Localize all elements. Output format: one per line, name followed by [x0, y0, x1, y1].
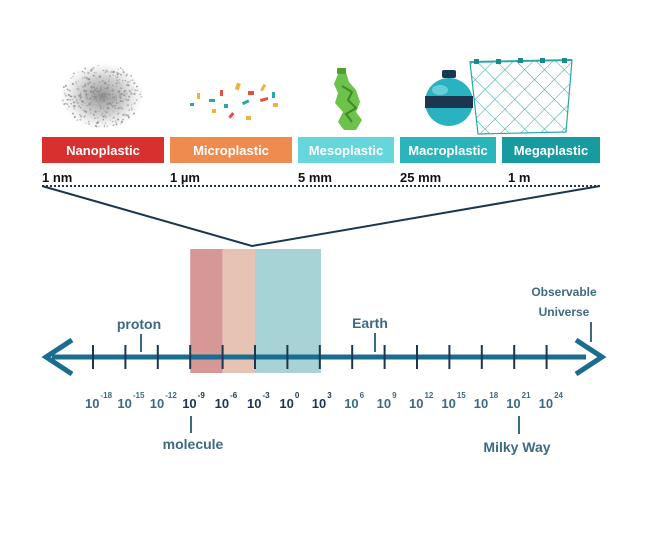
- annotation-proton-label: proton: [117, 316, 161, 332]
- category-mesoplastic: Mesoplastic: [298, 137, 394, 163]
- annotation-molecule-label: molecule: [163, 436, 224, 452]
- size-label-25mm: 25 mm: [400, 170, 441, 185]
- fishing-net-icon: [469, 58, 573, 135]
- size-label-1m: 1 m: [508, 170, 530, 185]
- size-label-5mm: 5 mm: [298, 170, 332, 185]
- category-macroplastic-bg: [400, 137, 496, 163]
- category-nanoplastic-bg: [42, 137, 164, 163]
- annotation-proton: proton: [117, 316, 161, 352]
- axis-arrow-right-icon: [574, 337, 607, 377]
- axis-tick-label: 106: [344, 391, 364, 411]
- size-label-1nm: 1 nm: [42, 170, 72, 185]
- axis-ticks: [92, 345, 548, 369]
- category-microplastic: Microplastic: [170, 137, 292, 163]
- annotation-earth: Earth: [352, 315, 388, 352]
- buoy-icon: [425, 70, 473, 126]
- category-megaplastic-label: Megaplastic: [514, 143, 588, 158]
- microplastic-fragments-icon: [190, 82, 278, 120]
- axis-tick-label: 103: [312, 391, 332, 411]
- axis-tick-label: 1018: [474, 391, 499, 411]
- axis-tick-label: 10-6: [215, 391, 238, 411]
- log-scale-axis: [41, 337, 607, 377]
- category-microplastic-bg: [170, 137, 292, 163]
- category-macroplastic: Macroplastic: [400, 137, 496, 163]
- annotation-molecule: molecule: [163, 416, 224, 452]
- category-megaplastic-bg: [502, 137, 600, 163]
- category-nanoplastic-label: Nanoplastic: [66, 143, 140, 158]
- annotation-observable-universe: Observable Universe: [531, 285, 597, 342]
- axis-tick-label: 1024: [539, 391, 564, 411]
- category-mesoplastic-bg: [298, 137, 394, 163]
- nanoparticle-cloud-icon: [60, 62, 144, 130]
- category-macroplastic-label: Macroplastic: [408, 143, 487, 158]
- axis-tick-label: 1012: [409, 391, 434, 411]
- zoom-connector-lines: [41, 185, 601, 248]
- annotation-observable-label: Observable: [531, 285, 597, 299]
- size-label-1um: 1 µm: [170, 170, 200, 185]
- axis-tick-label: 10-18: [85, 391, 113, 411]
- axis-tick-label: 1015: [441, 391, 466, 411]
- axis-tick-label: 10-9: [182, 391, 205, 411]
- axis-tick-label: 109: [377, 391, 397, 411]
- category-nanoplastic: Nanoplastic: [42, 137, 164, 163]
- annotation-earth-label: Earth: [352, 315, 388, 331]
- axis-tick-label: 1021: [506, 391, 531, 411]
- highlight-band-0: [190, 249, 223, 373]
- annotation-milky-way-label: Milky Way: [483, 439, 550, 455]
- crushed-bottle-icon: [334, 68, 362, 130]
- annotation-universe-label: Universe: [539, 305, 590, 319]
- category-bar-row: Nanoplastic Microplastic Mesoplastic Mac…: [42, 137, 600, 163]
- category-mesoplastic-label: Mesoplastic: [309, 143, 383, 158]
- highlight-band-1: [222, 249, 255, 373]
- axis-arrow-left-icon: [41, 337, 74, 377]
- axis-tick-label: 10-12: [150, 391, 178, 411]
- category-megaplastic: Megaplastic: [502, 137, 600, 163]
- category-microplastic-label: Microplastic: [193, 143, 269, 158]
- axis-tick-label: 100: [279, 391, 299, 411]
- axis-tick-label: 10-3: [247, 391, 270, 411]
- annotation-milky-way: Milky Way: [483, 416, 551, 455]
- axis-tick-label: 10-15: [117, 391, 145, 411]
